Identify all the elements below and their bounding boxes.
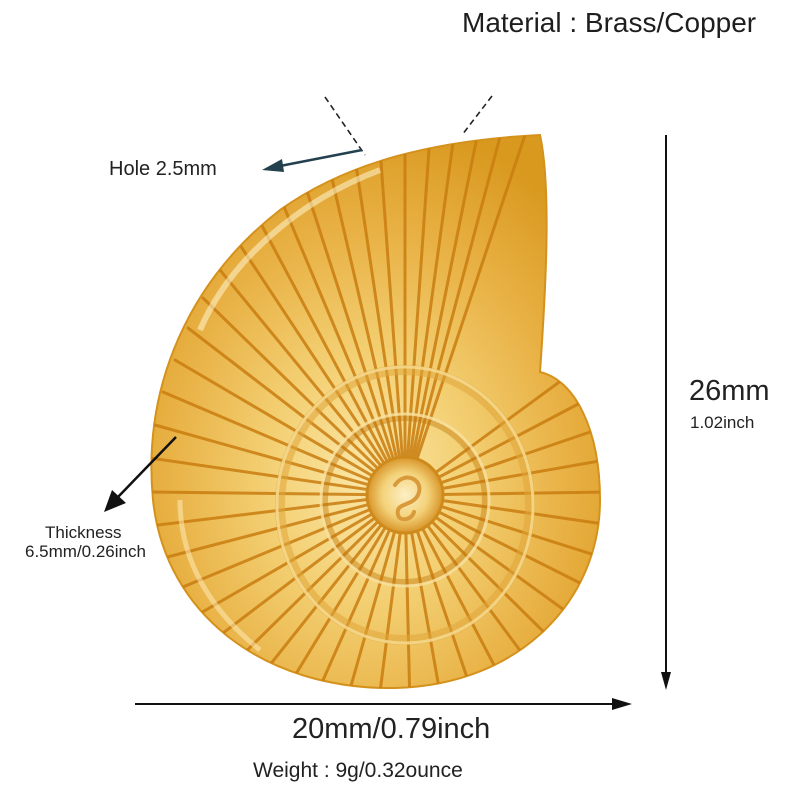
height-inch-label: 1.02inch (690, 413, 755, 432)
thickness-arrow-icon (104, 436, 177, 512)
weight-label: Weight : 9g/0.32ounce (253, 759, 463, 782)
width-dimension-arrow-icon (135, 698, 632, 710)
height-mm-label: 26mm (689, 375, 770, 407)
height-dimension-arrow-icon (661, 135, 671, 690)
hole-size-label: Hole 2.5mm (109, 158, 217, 180)
hole-dashed-lines (324, 95, 493, 156)
hole-arrow-icon (262, 148, 363, 172)
thickness-value: 6.5mm/0.26inch (25, 542, 146, 561)
material-label: Material : Brass/Copper (462, 7, 757, 38)
width-label: 20mm/0.79inch (292, 713, 491, 745)
shell-pendant-icon (150, 133, 602, 690)
thickness-label: Thickness (45, 523, 122, 542)
